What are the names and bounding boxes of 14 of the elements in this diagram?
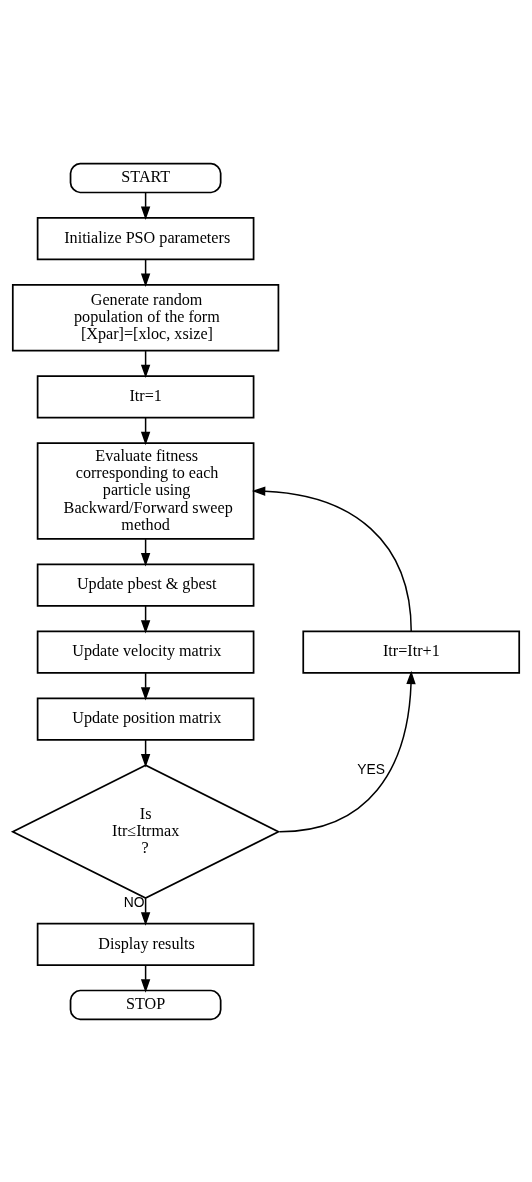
node-box: Evaluate fitness corresponding to each particle using Backward/Forward sweep method bbox=[36, 441, 255, 540]
node-box: Update position matrix bbox=[36, 696, 255, 741]
arrow bbox=[278, 670, 416, 832]
node-box: Display results bbox=[36, 922, 255, 966]
node-box: STOP bbox=[69, 989, 222, 1020]
node-box: START bbox=[69, 162, 222, 193]
node-box: Update pbest & gbest bbox=[36, 563, 255, 607]
arrow bbox=[251, 486, 412, 632]
edge-label: YES bbox=[357, 760, 385, 777]
node-box: Itr=1 bbox=[36, 374, 255, 419]
node-box: Initialize PSO parameters bbox=[36, 216, 255, 260]
node-box: Itr=Itr+1 bbox=[302, 629, 521, 674]
node-box: Generate random population of the form [Xpar]=[xloc, xsize] bbox=[11, 283, 280, 352]
node-box: Update velocity matrix bbox=[36, 629, 255, 674]
